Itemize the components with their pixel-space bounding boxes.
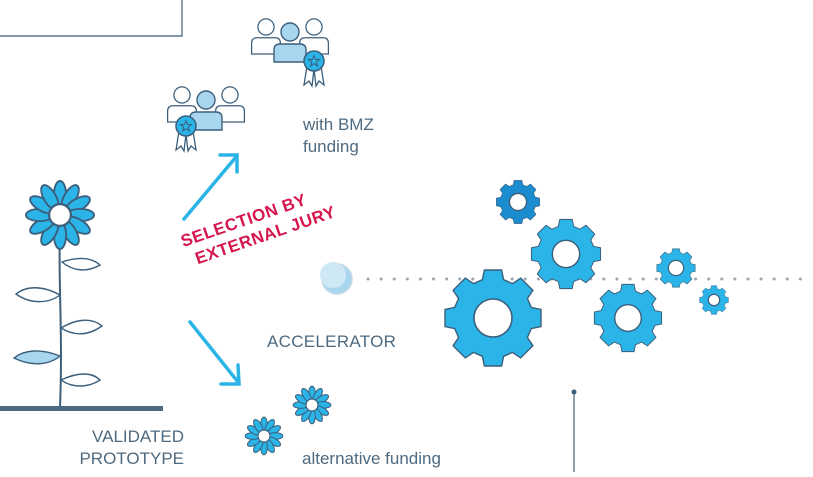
validated-prototype-label: VALIDATED PROTOTYPE: [60, 426, 184, 470]
gear-group: [444, 180, 729, 367]
gear-icon: [444, 269, 542, 367]
bmz-funding-line1: with BMZ: [303, 115, 374, 134]
alternative-funding-label: alternative funding: [302, 449, 441, 468]
bmz-funding-line2: funding: [303, 137, 359, 156]
gear-icon: [530, 218, 602, 290]
bubble-icon: [320, 262, 353, 295]
flower-icon: [245, 417, 283, 455]
accelerator-label: ACCELERATOR: [267, 332, 397, 351]
box-corner: [0, 0, 183, 37]
flower-icon: [293, 386, 331, 424]
people-award-icon: [166, 86, 246, 152]
gear-icon: [593, 283, 663, 353]
validated-line2: PROTOTYPE: [79, 449, 184, 468]
gear-icon: [699, 285, 729, 315]
arrow-icon: [182, 153, 239, 221]
arrow-icon: [188, 320, 241, 386]
bmz-funding-label: with BMZ funding: [303, 114, 413, 158]
pointer-line: [571, 389, 577, 472]
gear-icon: [496, 180, 540, 224]
ground-line: [0, 406, 163, 411]
gear-icon: [656, 248, 696, 288]
validated-line1: VALIDATED: [92, 427, 184, 446]
people-award-icon: [250, 18, 330, 87]
flower-icon: [12, 181, 104, 409]
